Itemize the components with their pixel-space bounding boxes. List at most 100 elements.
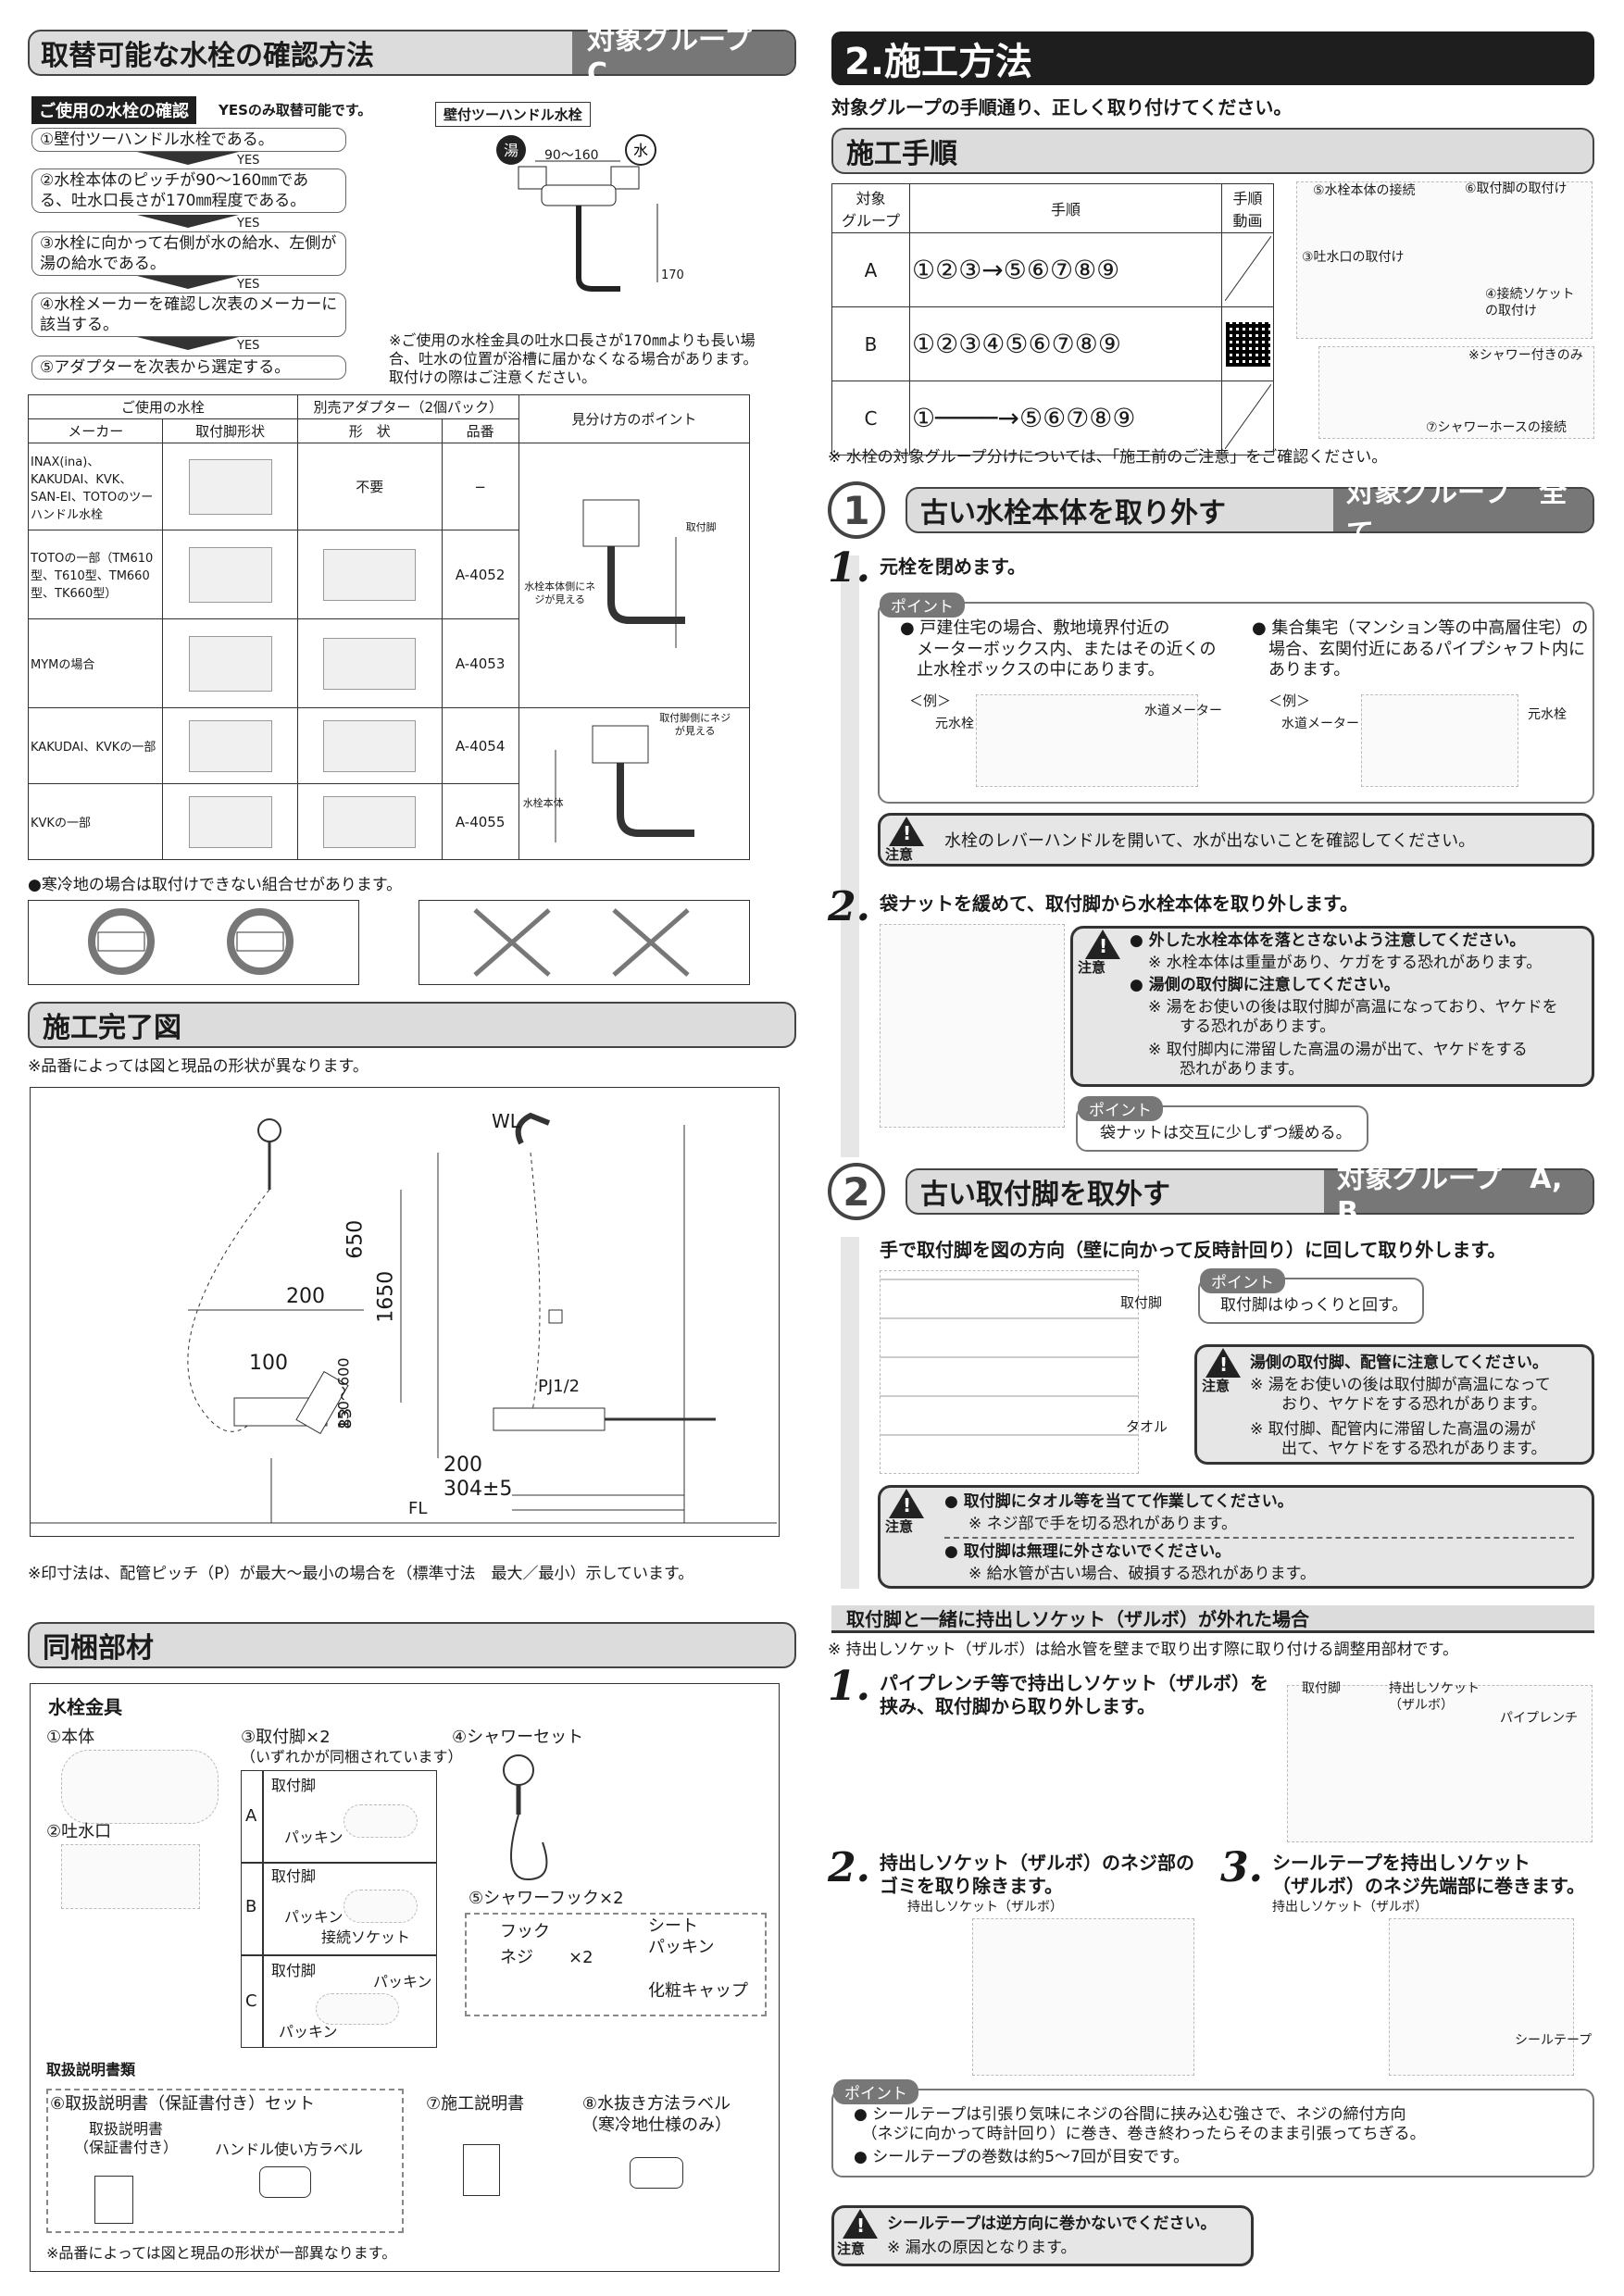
step2-title: 古い取付脚を取外す 対象グループ A, B	[906, 1163, 1594, 1229]
parts-head: 水栓金具	[48, 1696, 122, 1718]
intro-text: 対象グループの手順通り、正しく取り付けてください。	[831, 96, 1293, 119]
caution-4b: ※ ネジ部で手を切る恐れがあります。	[968, 1515, 1237, 1533]
point-text-3: 取付脚はゆっくりと回す。	[1220, 1296, 1408, 1315]
clean-thread-illustration	[972, 1918, 1194, 2076]
part-number-cell: A-4054	[441, 707, 519, 784]
adapter-shape-cell	[296, 530, 443, 619]
times-two-label: ×2	[568, 1948, 593, 1967]
faucet-note: ※ご使用の水栓金具の吐水口長さが170㎜よりも長い場合、吐水の位置が浴槽に届かな…	[389, 331, 758, 386]
part-number-cell: A-4053	[441, 618, 519, 708]
dim-83: 83	[336, 1407, 356, 1429]
part-number-cell: A-4052	[441, 530, 519, 619]
point-text-4b: ● シールテープの巻数は約5〜7回が目安です。	[854, 2148, 1190, 2166]
steps-cell: ①────→⑤⑥⑦⑧⑨	[909, 381, 1222, 455]
group-cell: A	[831, 232, 910, 307]
parts-box	[30, 1683, 780, 2272]
cold-region-note: ●寒冷地の場合は取付けできない組合せがあります。	[28, 876, 403, 894]
part-2: ②吐水口	[46, 1822, 112, 1841]
part-7: ⑦施工説明書	[426, 2094, 525, 2114]
point-text-2: 袋ナットは交互に少しずつ緩める。	[1100, 1124, 1352, 1142]
section-title-complete: 施工完了図	[28, 1002, 796, 1048]
point-label-d: 水栓本体	[522, 797, 564, 809]
check-tag: ご使用の水栓の確認	[31, 96, 196, 124]
part-3: ③取付脚×2	[241, 1728, 331, 1747]
step1-side-bar	[841, 555, 859, 1157]
example-label-a: ＜例＞	[909, 693, 952, 709]
arrow-down-icon	[137, 152, 239, 165]
step1-title-text: 古い水栓本体を取り外す	[920, 497, 1226, 530]
shower-set-illustration	[503, 1754, 548, 1881]
part-3-note: （いずれかが同梱されています）	[241, 1748, 463, 1766]
caution-label: 注意	[885, 846, 914, 863]
step-number-1: 1	[828, 481, 885, 539]
step1-title: 古い水栓本体を取り外す 対象グループ 全て	[906, 477, 1594, 550]
option-a: A	[245, 1806, 257, 1826]
adapter-shape-cell: 不要	[296, 443, 443, 530]
zarubo-step-2-text: 持出しソケット（ザルボ）のネジ部の ゴミを取り除きます。	[880, 1852, 1194, 1897]
manual-doc-icon	[94, 2176, 133, 2224]
seal-tape-illustration	[1389, 1918, 1574, 2076]
step2-title-text: 古い取付脚を取外す	[920, 1179, 1170, 1211]
steps-cell: ①②③→⑤⑥⑦⑧⑨	[909, 232, 1222, 307]
hook-label: フック	[500, 1922, 550, 1941]
shower-diagram	[1318, 346, 1594, 439]
caution-3a: 湯側の取付脚、配管に注意してください。	[1250, 1354, 1548, 1372]
check-step-3: ③水栓に向かって右側が水の給水、左側が湯の給水である。	[31, 231, 346, 277]
two-handle-faucet-illustration: 湯 水	[496, 134, 658, 292]
maker-cell: TOTOの一部（TM610型、T610型、TM660型、TK660型）	[27, 530, 164, 619]
svg-text:湯: 湯	[504, 142, 518, 159]
manual-head: 取扱説明書類	[46, 2061, 136, 2078]
caution-3b: ※ 湯をお使いの後は取付脚が高温になって おり、ヤケドをする恐れがあります。	[1250, 1376, 1551, 1415]
no-video-slash	[1224, 235, 1271, 301]
group-note: ※ 水栓の対象グループ分けについては、「施工前のご注意」をご確認ください。	[828, 448, 1388, 467]
caution-5a: シールテープは逆方向に巻かないでください。	[887, 2215, 1217, 2233]
part-8: ⑧水抜き方法ラベル （寒冷地仕様のみ）	[581, 2094, 731, 2135]
drain-label-icon	[630, 2157, 683, 2189]
zarubo-step-2: 2.	[828, 1844, 870, 1891]
maker-cell: KVKの一部	[27, 783, 164, 860]
complete-note: ※品番によっては図と現品の形状が異なります。	[28, 1057, 369, 1076]
point-label-b: 取付脚	[685, 521, 717, 533]
dimension-note: ※印寸法は、配管ピッチ（P）が最大〜最小の場合を（標準寸法 最大／最小）示してい…	[28, 1565, 694, 1583]
part-6: ⑥取扱説明書（保証書付き）セット	[50, 2094, 316, 2114]
leg-a: 取付脚	[271, 1777, 317, 1794]
step2-side-bar	[841, 1237, 859, 1589]
packing-a: パッキン	[284, 1828, 344, 1846]
caution-label: 注意	[1078, 959, 1106, 976]
qr-code-icon[interactable]	[1225, 321, 1270, 367]
dim-200b: 200	[443, 1454, 482, 1477]
th-maker: メーカー	[27, 418, 164, 443]
caution-box-1	[878, 813, 1594, 867]
warning-icon	[889, 1489, 924, 1518]
option-c: C	[245, 1991, 257, 2011]
part-5: ⑤シャワーフック×2	[468, 1889, 624, 1908]
section-title-check: 取替可能な水栓の確認方法 対象グループ C	[28, 24, 796, 90]
empty-video-cell	[1221, 232, 1274, 307]
group-badge: 対象グループ C	[572, 24, 794, 90]
arrow-down-icon	[137, 276, 239, 289]
caution-label: 注意	[885, 1518, 914, 1535]
th-part-number: 品番	[441, 418, 519, 443]
handle-label: ハンドル使い方ラベル	[215, 2140, 364, 2158]
manual-set-box	[46, 2089, 404, 2233]
empty-video-cell	[1221, 381, 1274, 455]
part-number-cell: A-4055	[441, 783, 519, 860]
faucet-box-label: 壁付ツーハンドル水栓	[435, 102, 591, 127]
leg-shape-cell	[162, 707, 298, 784]
section-title-parts: 同梱部材	[28, 1622, 796, 1668]
caution-text-1: 水栓のレバーハンドルを開いて、水が出ないことを確認してください。	[944, 831, 1476, 851]
packing-c1: パッキン	[373, 1973, 432, 1990]
point-box-4	[831, 2089, 1594, 2177]
zarubo-step-3: 3.	[1220, 1844, 1263, 1891]
section-title-text: 施工完了図	[43, 1012, 181, 1044]
check-step-4: ④水栓メーカーを確認し次表のメーカーに該当する。	[31, 293, 346, 338]
remove-body-illustration	[880, 924, 1065, 1128]
diag-label-4: ④接続ソケット の取付け	[1485, 287, 1575, 318]
th-adapter: 別売アダプター（2個パック）	[296, 394, 519, 419]
yes-label: YES	[237, 217, 260, 231]
caution-5b: ※ 漏水の原因となります。	[887, 2239, 1077, 2257]
adapter-shape-cell	[296, 783, 443, 860]
zarubo-note: ※ 持出しソケット（ザルボ）は給水管を壁まで取り出す際に取り付ける調整用部材です…	[828, 1641, 1458, 1659]
warning-icon	[889, 817, 924, 846]
complete-drawing: WL 650 200 100 1650 150〜600 83 PJ1/2 200…	[30, 1087, 780, 1537]
